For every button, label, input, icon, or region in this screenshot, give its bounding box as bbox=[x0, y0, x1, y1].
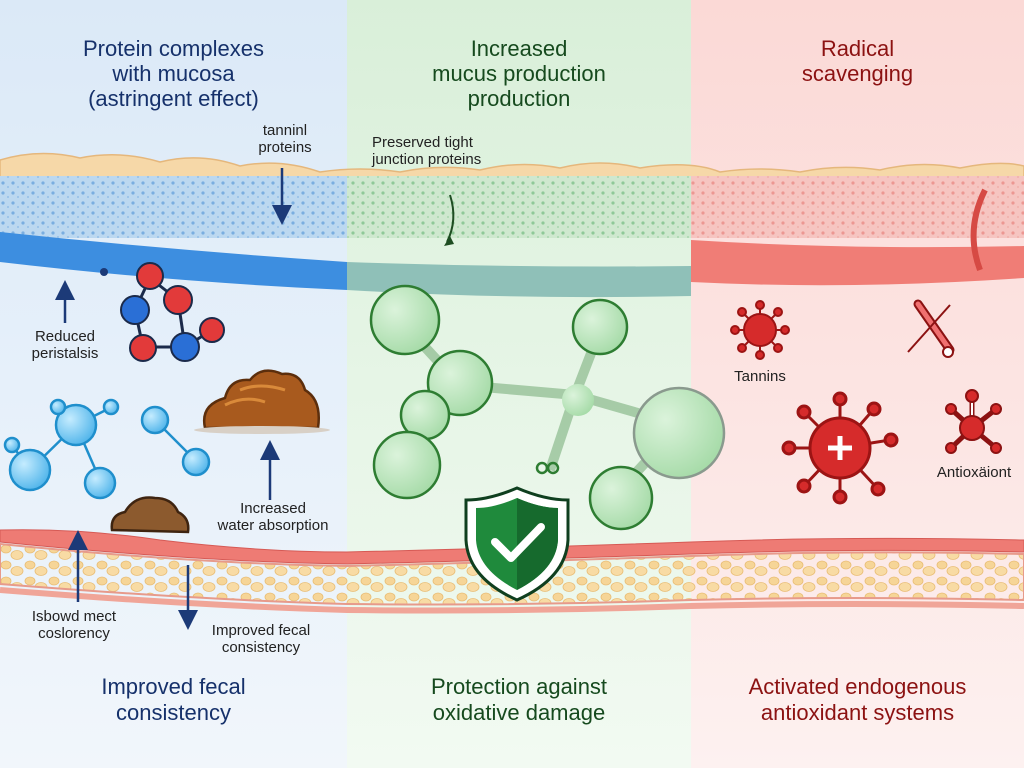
blocked-icon bbox=[907, 299, 955, 358]
label-line: Reduced bbox=[34, 328, 96, 345]
label-line: peristalsis bbox=[31, 345, 99, 362]
panel-title-radical: Radical scavenging bbox=[691, 36, 1024, 86]
caption-mucus: Protection against oxidative damage bbox=[347, 674, 691, 726]
label-line: Increased bbox=[240, 500, 306, 517]
label-isbowd: Isbowd mect coslorency bbox=[14, 608, 134, 642]
stool-small-icon bbox=[110, 496, 190, 534]
title-line: scavenging bbox=[801, 61, 914, 86]
title-line: mucus production bbox=[432, 61, 606, 86]
caption-astringent: Improved fecal consistency bbox=[0, 674, 347, 726]
label-tight-junction: Preserved tight junction proteins bbox=[372, 134, 562, 168]
label-improved-fecal-consistency: Improved fecal consistency bbox=[196, 622, 326, 656]
label-line: Isbowd mect bbox=[31, 608, 117, 625]
panel-title-astringent: Protein complexes with mucosa (astringen… bbox=[0, 36, 347, 111]
title-line: Radical bbox=[820, 36, 895, 61]
title-line: with mucosa bbox=[112, 61, 235, 86]
caption-line: Improved fecal bbox=[101, 674, 246, 699]
caption-radical: Activated endogenous antioxidant systems bbox=[691, 674, 1024, 726]
shield-check-icon bbox=[464, 486, 570, 602]
label-line: Improved fecal bbox=[211, 622, 311, 639]
water-molecule-icon bbox=[3, 398, 211, 500]
title-line: (astringent effect) bbox=[88, 86, 259, 111]
label-line: tanninl bbox=[262, 122, 308, 139]
caption-line: oxidative damage bbox=[432, 700, 606, 725]
caption-line: antioxidant systems bbox=[760, 700, 955, 725]
panel-mucus bbox=[347, 0, 691, 768]
caption-line: consistency bbox=[116, 700, 231, 725]
title-line: Protein complexes bbox=[83, 36, 264, 61]
mucin-molecule-icon bbox=[369, 284, 726, 531]
label-antioxidant: Antioxäiont bbox=[936, 464, 1012, 481]
label-reduced-peristalsis: Reduced peristalsis bbox=[10, 328, 120, 362]
label-tannin-proteins: tanninl proteins bbox=[240, 122, 330, 156]
label-line: Preserved tight bbox=[372, 134, 473, 151]
label-line: junction proteins bbox=[372, 151, 482, 168]
label-tannins: Tannins bbox=[734, 368, 786, 385]
tannin-protein-complex-icon bbox=[120, 262, 225, 362]
stool-large-icon bbox=[194, 369, 330, 434]
title-line: production bbox=[467, 86, 571, 111]
free-radical-icon bbox=[730, 300, 790, 360]
caption-line: Activated endogenous bbox=[748, 674, 967, 699]
label-line: coslorency bbox=[38, 625, 110, 642]
label-line: proteins bbox=[258, 139, 312, 156]
label-increased-water-absorption: Increased water absorption bbox=[198, 500, 348, 534]
label-line: water absorption bbox=[217, 517, 329, 534]
panel-radical bbox=[691, 0, 1024, 768]
title-line: Increased bbox=[470, 36, 568, 61]
antioxidant-molecule-icon bbox=[945, 389, 1002, 454]
caption-line: Protection against bbox=[430, 674, 608, 699]
label-line: consistency bbox=[221, 639, 301, 656]
free-radical-plus-icon bbox=[781, 391, 899, 505]
panel-title-mucus: Increased mucus production production bbox=[347, 36, 691, 111]
